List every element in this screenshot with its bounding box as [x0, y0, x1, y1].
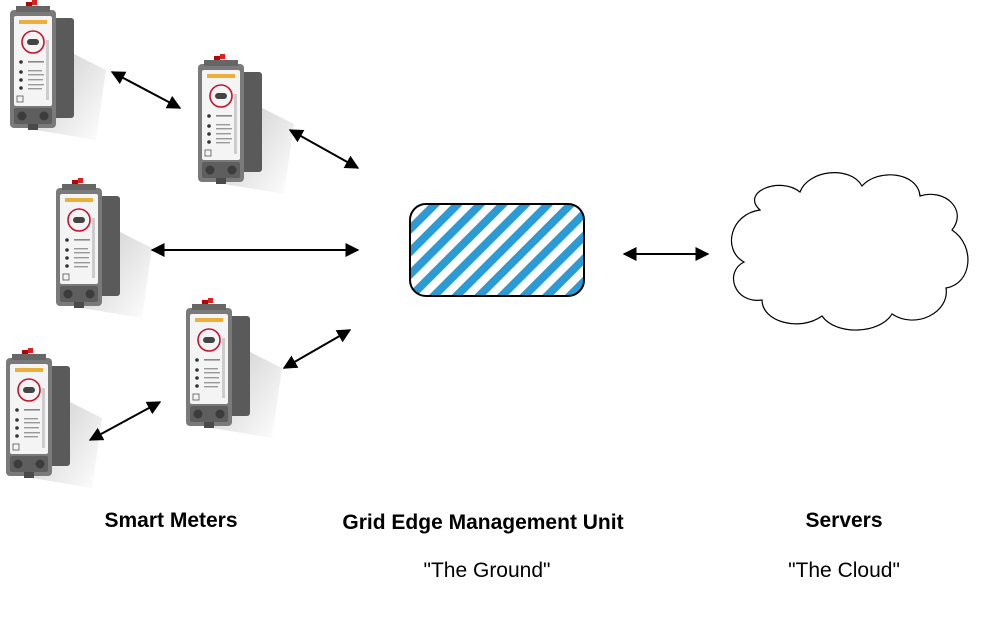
- smart-meter-4: [185, 297, 283, 439]
- smart-meter-5: [5, 347, 103, 489]
- servers-label: Servers: [805, 509, 883, 532]
- the-cloud-label: "The Cloud": [788, 559, 900, 582]
- the-ground-label: "The Ground": [423, 559, 551, 582]
- gemu-label: Grid Edge Management Unit: [342, 511, 624, 534]
- cloud-icon: [730, 172, 969, 331]
- smart-meter-2: [197, 53, 295, 195]
- smart-meter-1: [9, 0, 107, 141]
- arrow-meter2-gemu: [288, 129, 360, 169]
- grid-edge-management-unit-box: [409, 203, 585, 297]
- smart-meter-3: [55, 177, 153, 319]
- arrow-meter5-meter4: [88, 401, 162, 441]
- smart-meters-label: Smart Meters: [104, 509, 238, 532]
- arrow-meter1-meter2: [110, 71, 182, 109]
- arrow-meter4-gemu: [282, 329, 352, 369]
- connection-arrows: [88, 71, 710, 441]
